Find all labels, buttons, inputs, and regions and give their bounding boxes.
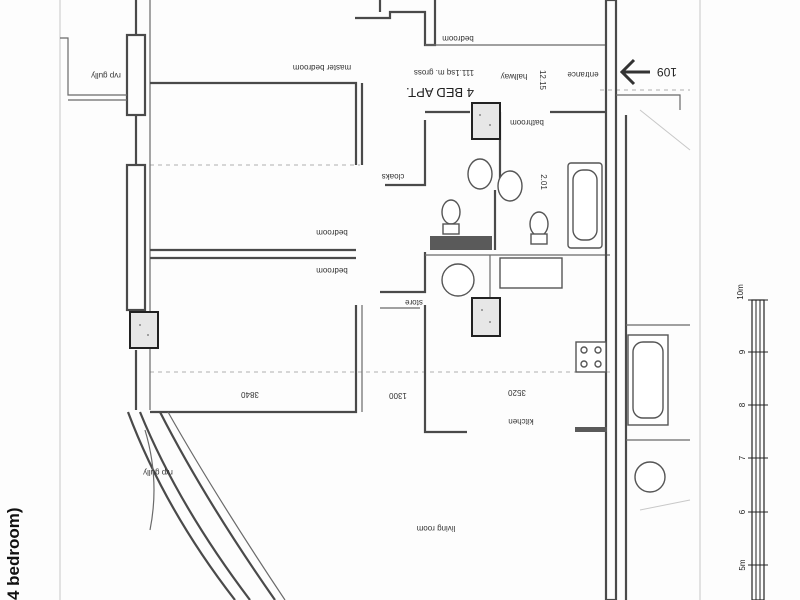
plan-side-title: 4 bedroom)	[4, 507, 23, 600]
label-hallway: hallway	[501, 72, 528, 81]
label-bathroom: bathroom	[510, 118, 544, 127]
scale-label-bottom: 5m	[738, 559, 747, 570]
label-bedroom-dim: 3840	[241, 390, 259, 399]
label-bath-dim: 2.01	[539, 174, 548, 190]
bathroom-fixtures	[430, 158, 603, 250]
label-rvp-gully-bottom: rvp gully	[143, 468, 173, 477]
scale-tick-9: 9	[738, 349, 747, 354]
label-store: store	[405, 298, 423, 307]
balcony-top	[60, 37, 127, 101]
external-wall-left	[125, 0, 151, 410]
label-bedroom-top: bedroom	[442, 34, 474, 43]
scale-tick-6: 6	[738, 509, 747, 514]
label-bedroom-mid-a: bedroom	[316, 228, 348, 237]
label-unit-number: 109	[657, 65, 677, 79]
label-bedroom-mid-b: bedroom	[316, 266, 348, 275]
service-shafts	[129, 102, 501, 349]
label-gross-area: 111.1sq m. gross	[414, 68, 474, 77]
scale-bar	[748, 299, 768, 600]
curved-facade	[126, 411, 286, 600]
scale-label-top: 10m	[736, 284, 745, 300]
party-wall-right	[604, 0, 690, 600]
construction-lines	[59, 0, 701, 600]
label-kitchen-dim: 3520	[508, 388, 526, 397]
label-cloaks: cloaks	[382, 172, 405, 181]
room-labels: rvp gully master bedroom bedroom 4 BED A…	[91, 34, 677, 533]
label-hallway-dim: 12.15	[538, 70, 547, 91]
entrance-arrow	[619, 58, 650, 86]
kitchen-fixtures	[441, 257, 607, 432]
label-entrance: entrance	[567, 70, 599, 79]
scale-tick-8: 8	[738, 402, 747, 407]
label-apartment-type: 4 BED APT.	[406, 85, 474, 100]
label-store-dim: 1300	[389, 391, 407, 400]
label-rvp-gully-top: rvp gully	[91, 71, 121, 80]
scale-tick-7: 7	[738, 455, 747, 460]
scale-labels: 10m 9 8 7 6 5m	[736, 284, 747, 571]
label-living-room: living room	[416, 524, 455, 533]
label-master-bedroom: master bedroom	[293, 63, 352, 72]
label-kitchen: kitchen	[508, 417, 533, 426]
